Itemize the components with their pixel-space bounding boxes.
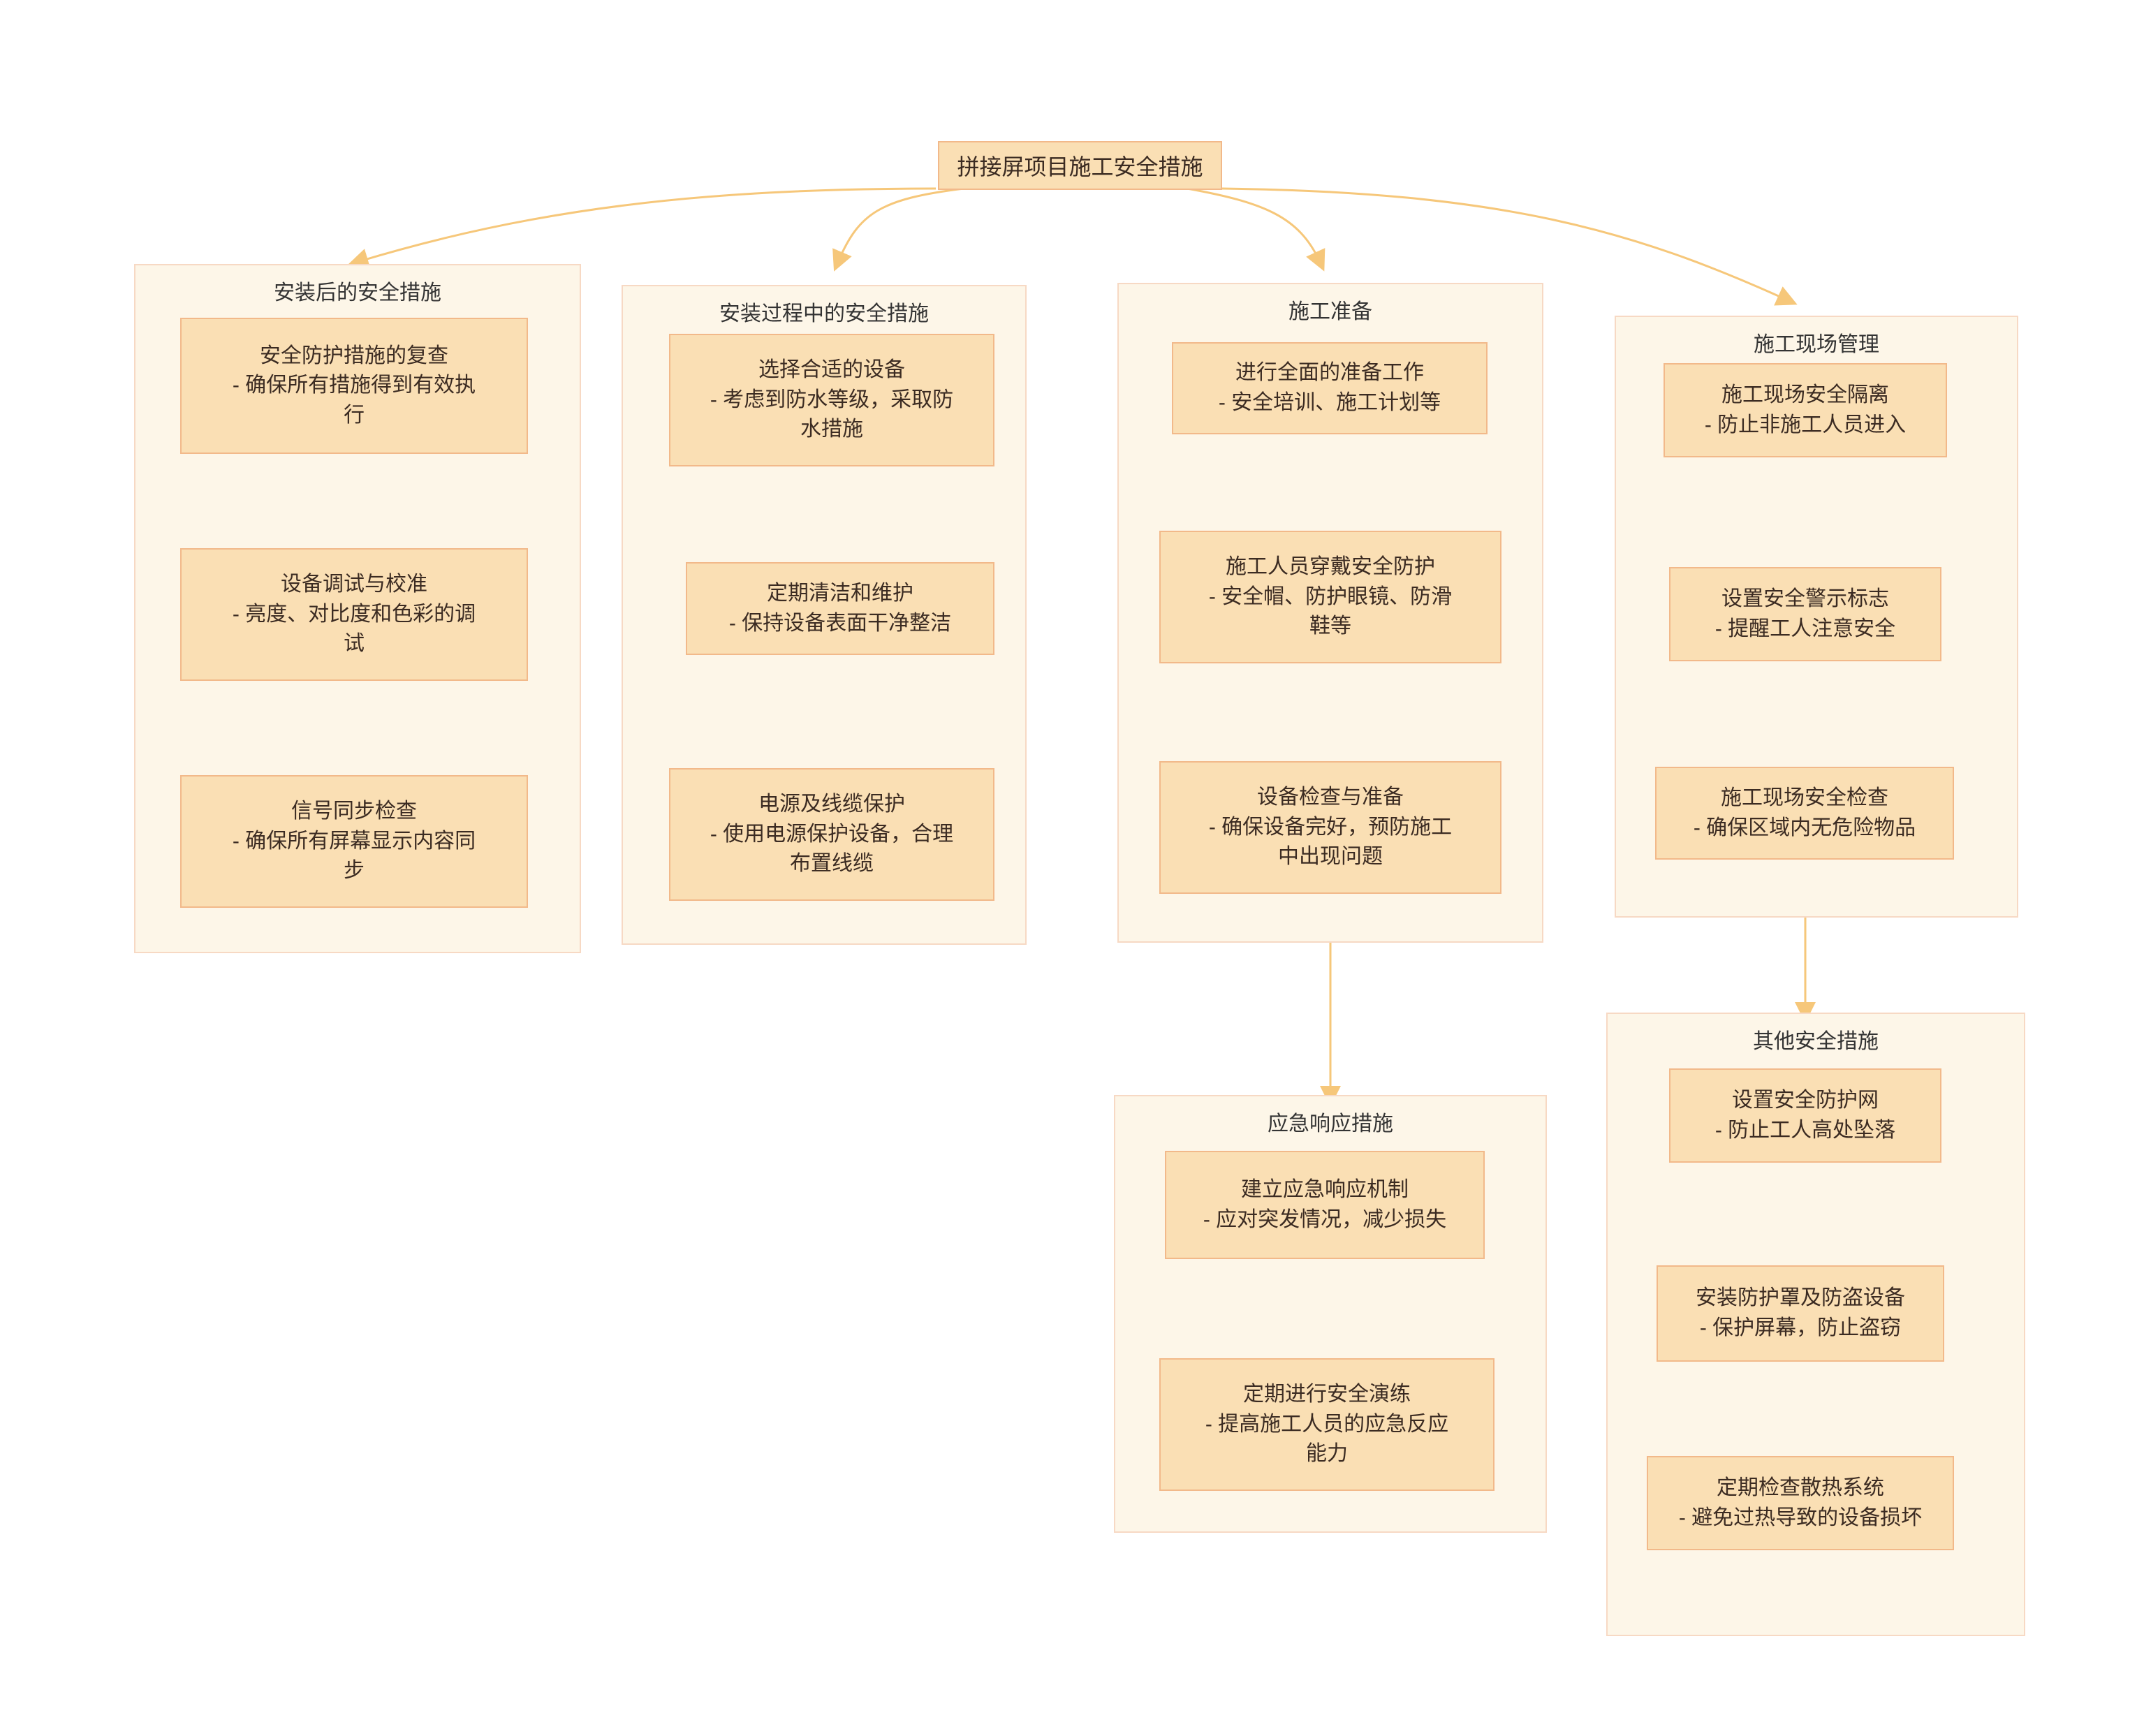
cluster-emergency-title: 应急响应措施 [1268,1112,1393,1135]
node-n11[interactable]: 设置安全警示标志 - 提醒工人注意安全 [1669,567,1941,661]
root-node-label: 拼接屏项目施工安全措施 [957,154,1203,179]
cluster-other-title: 其他安全措施 [1753,1030,1879,1053]
node-n14-label: 定期进行安全演练 - 提高施工人员的应急反应 能力 [1205,1383,1449,1466]
node-n7-label: 进行全面的准备工作 - 安全培训、施工计划等 [1218,361,1441,414]
cluster-post-install-title: 安装后的安全措施 [274,281,441,304]
node-n7[interactable]: 进行全面的准备工作 - 安全培训、施工计划等 [1172,342,1488,434]
edge-root-to-prep [1187,187,1325,272]
node-n10[interactable]: 施工现场安全隔离 - 防止非施工人员进入 [1664,363,1947,457]
node-n4-label: 选择合适的设备 - 考虑到防水等级，采取防 水措施 [710,358,954,441]
node-n11-label: 设置安全警示标志 - 提醒工人注意安全 [1714,587,1896,640]
cluster-prep-title: 施工准备 [1288,300,1372,323]
node-n17-label: 定期检查散热系统 - 避免过热导致的设备损坏 [1678,1476,1923,1529]
node-n2-label: 设备调试与校准 - 亮度、对比度和色彩的调 试 [232,573,476,656]
node-n8[interactable]: 施工人员穿戴安全防护 - 安全帽、防护眼镜、防滑 鞋等 [1159,531,1501,663]
node-n13-label: 建立应急响应机制 - 应对突发情况，减少损失 [1203,1177,1447,1231]
node-n4[interactable]: 选择合适的设备 - 考虑到防水等级，采取防 水措施 [669,334,994,466]
node-n9-label: 设备检查与准备 - 确保设备完好，预防施工 中出现问题 [1208,786,1453,869]
node-n12-label: 施工现场安全检查 - 确保区域内无危险物品 [1693,786,1916,839]
node-n3-label: 信号同步检查 - 确保所有屏幕显示内容同 步 [232,800,476,883]
node-n2[interactable]: 设备调试与校准 - 亮度、对比度和色彩的调 试 [180,548,528,681]
node-n1-label: 安全防护措施的复查 - 确保所有措施得到有效执 行 [232,344,476,427]
node-n5[interactable]: 定期清洁和维护 - 保持设备表面干净整洁 [686,562,994,655]
node-n9[interactable]: 设备检查与准备 - 确保设备完好，预防施工 中出现问题 [1159,761,1501,894]
node-n8-label: 施工人员穿戴安全防护 - 安全帽、防护眼镜、防滑 鞋等 [1208,555,1453,638]
node-n6-label: 电源及线缆保护 - 使用电源保护设备，合理 布置线缆 [710,793,954,876]
node-n16-label: 安装防护罩及防盗设备 - 保护屏幕，防止盗窃 [1696,1286,1905,1339]
node-n5-label: 定期清洁和维护 - 保持设备表面干净整洁 [728,581,952,635]
root-node[interactable]: 拼接屏项目施工安全措施 [938,141,1222,190]
node-n16[interactable]: 安装防护罩及防盗设备 - 保护屏幕，防止盗窃 [1657,1265,1944,1362]
node-n15[interactable]: 设置安全防护网 - 防止工人高处坠落 [1669,1068,1941,1163]
node-n1[interactable]: 安全防护措施的复查 - 确保所有措施得到有效执 行 [180,318,528,454]
node-n10-label: 施工现场安全隔离 - 防止非施工人员进入 [1704,383,1907,436]
cluster-site-mgmt-title: 施工现场管理 [1754,333,1879,356]
node-n14[interactable]: 定期进行安全演练 - 提高施工人员的应急反应 能力 [1159,1358,1495,1491]
edge-root-to-during-install [832,187,964,272]
edge-root-to-post-install [347,187,937,270]
node-n3[interactable]: 信号同步检查 - 确保所有屏幕显示内容同 步 [180,775,528,908]
node-n12[interactable]: 施工现场安全检查 - 确保区域内无危险物品 [1655,767,1954,860]
node-n13[interactable]: 建立应急响应机制 - 应对突发情况，减少损失 [1165,1151,1485,1259]
node-n17[interactable]: 定期检查散热系统 - 避免过热导致的设备损坏 [1647,1456,1954,1550]
node-n6[interactable]: 电源及线缆保护 - 使用电源保护设备，合理 布置线缆 [669,768,994,901]
cluster-during-install-title: 安装过程中的安全措施 [719,302,929,325]
node-n15-label: 设置安全防护网 - 防止工人高处坠落 [1714,1088,1896,1142]
